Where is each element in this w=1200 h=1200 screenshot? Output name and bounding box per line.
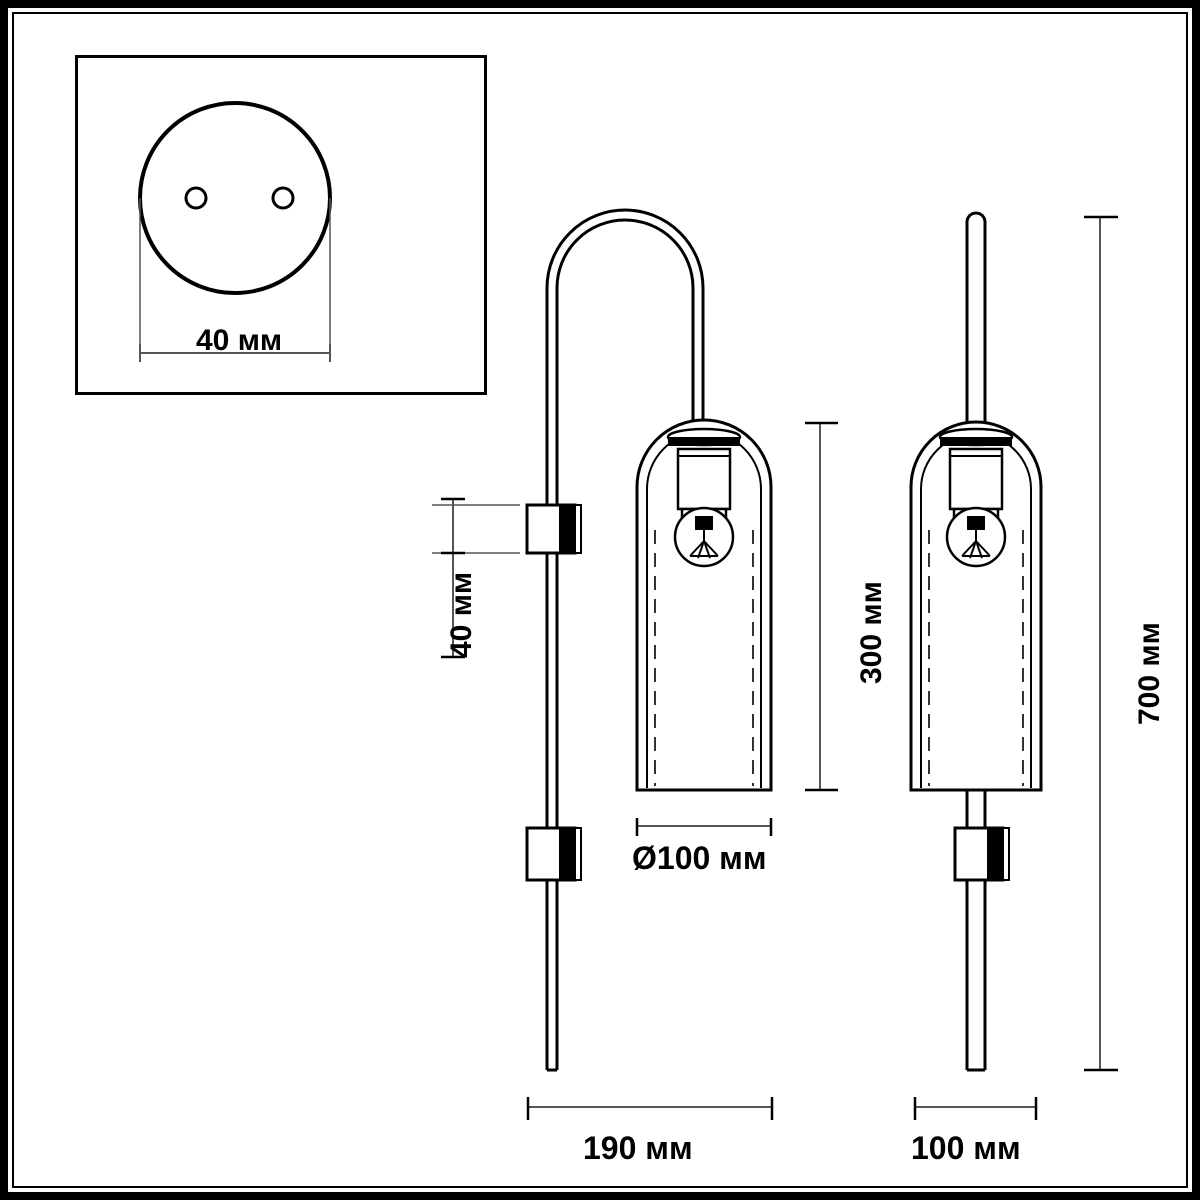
dim-label-side-depth: 190 мм xyxy=(583,1130,693,1166)
dim-label-plate-diameter: 40 мм xyxy=(196,324,283,357)
dim-label-shade-diameter: Ø100 мм xyxy=(632,840,767,876)
dim-label-shade-height: 300 мм xyxy=(855,581,888,684)
dim-label-bracket-height: 40 мм xyxy=(445,571,478,658)
dim-label-front-width: 100 мм xyxy=(911,1130,1021,1166)
inner-border xyxy=(12,12,1188,1188)
dim-label-total-height: 700 мм xyxy=(1133,622,1166,725)
